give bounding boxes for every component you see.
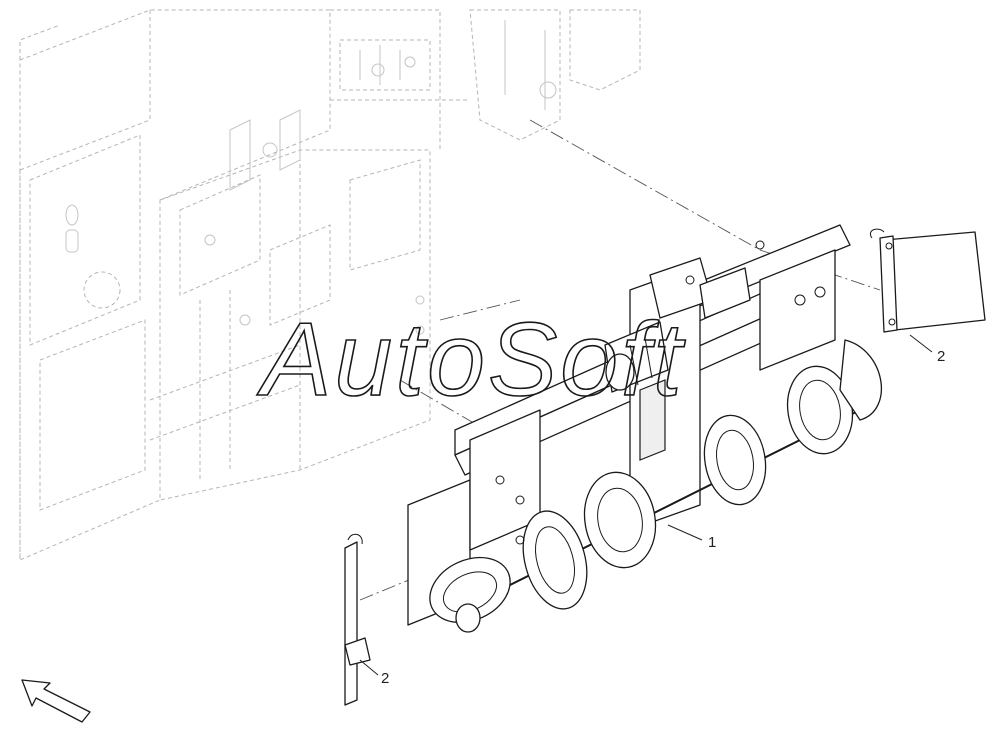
- watermark: AutoSoft: [256, 302, 686, 418]
- background-machine-frame: [19, 9, 641, 561]
- view-direction-arrow-icon: [21, 679, 91, 723]
- callout-2-right: 2: [909, 334, 945, 365]
- callout-2-left: 2: [359, 659, 389, 687]
- auger-assembly: [407, 224, 883, 633]
- shaft-end-cap: [455, 603, 481, 633]
- auger-flight-3: [583, 471, 657, 569]
- auger-flight-4: [703, 414, 767, 506]
- auger-flight-2: [522, 510, 588, 610]
- right-bracket: [759, 249, 836, 371]
- auger-flight-1: [429, 556, 511, 624]
- callout-1: 1: [667, 524, 716, 551]
- right-cover-plate: [870, 228, 986, 333]
- callout-number: 1: [708, 534, 716, 551]
- left-vertical-bracket: [344, 533, 371, 706]
- callout-number: 2: [937, 348, 945, 365]
- callout-number: 2: [381, 670, 389, 687]
- auger-flight-6: [839, 339, 883, 421]
